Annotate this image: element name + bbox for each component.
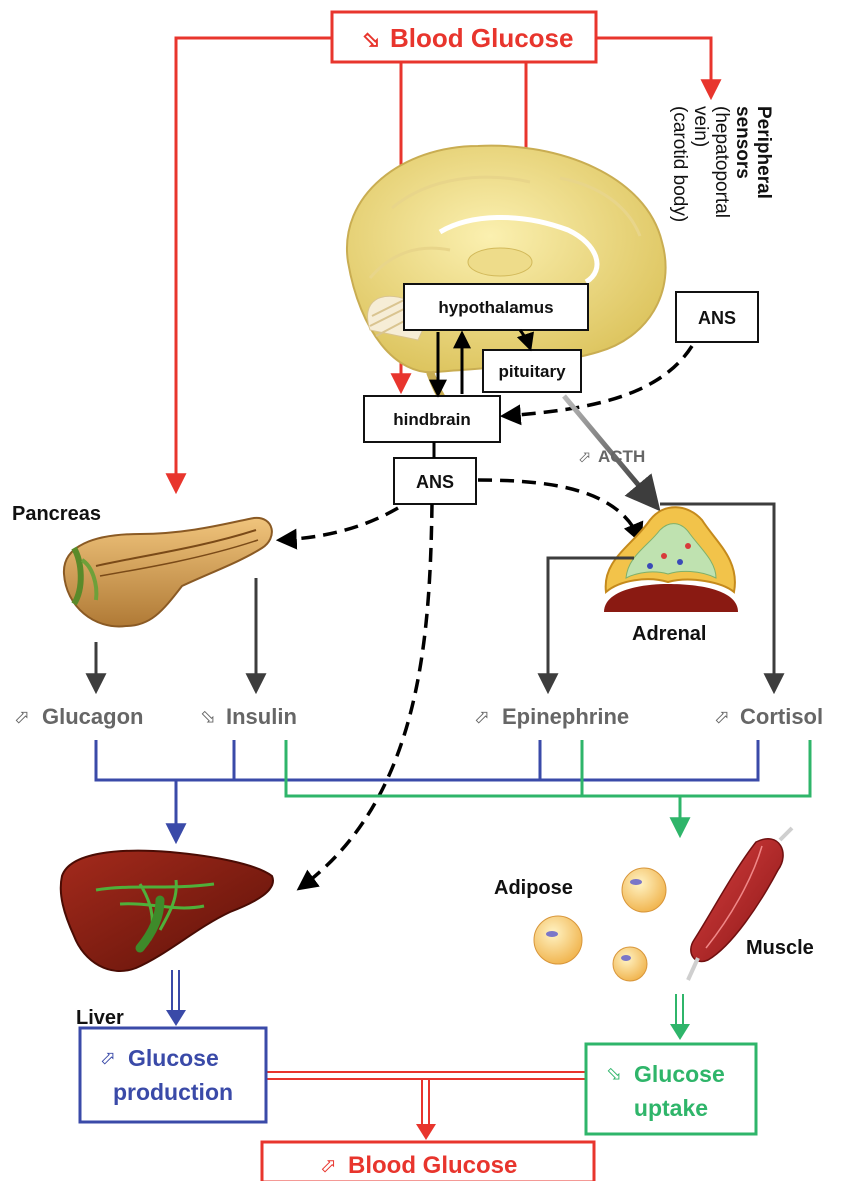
glucose-uptake-box: ⬂ Glucose uptake: [586, 1044, 756, 1134]
glucagon-label: Glucagon: [42, 704, 143, 729]
hormone-insulin: ⬂ Insulin: [200, 704, 297, 729]
glucose-production-line-2: production: [113, 1079, 233, 1105]
glucose-uptake-line-2: uptake: [634, 1095, 708, 1121]
uptake-hormone-bracket: [286, 740, 810, 834]
peripheral-detail-line-3: (carotid body): [669, 106, 690, 222]
peripheral-detail-line-2: vein): [690, 106, 711, 147]
acth-label: ACTH: [598, 447, 645, 466]
up-arrow-icon: ⬀: [714, 707, 730, 728]
pancreas-illustration: [64, 518, 272, 627]
adrenal-label: Adrenal: [632, 623, 706, 645]
up-arrow-icon: ⬀: [320, 1155, 337, 1177]
bottom-blood-glucose-box: ⬀ Blood Glucose: [262, 1142, 594, 1181]
epinephrine-label: Epinephrine: [502, 704, 629, 729]
cortisol-label: Cortisol: [740, 704, 823, 729]
tissue-output-arrow: [670, 994, 690, 1040]
hypothalamus-box: hypothalamus: [404, 284, 588, 330]
hypothalamus-label: hypothalamus: [438, 298, 553, 317]
ans-right-box: ANS: [676, 292, 758, 342]
liver-illustration: [61, 851, 273, 971]
top-blood-glucose-label: Blood Glucose: [390, 23, 573, 53]
peripheral-title-line-2: sensors: [732, 106, 753, 179]
muscle-label: Muscle: [746, 937, 814, 959]
glucose-production-box: ⬀ Glucose production: [80, 1028, 266, 1122]
up-arrow-icon: ⬀: [14, 707, 30, 728]
up-arrow-icon: ⬀: [578, 449, 591, 466]
hormone-glucagon: ⬀ Glucagon: [14, 704, 143, 729]
pituitary-box: pituitary: [483, 350, 581, 392]
glucose-production-line-1: Glucose: [128, 1045, 219, 1071]
adrenal-illustration: [604, 507, 738, 612]
liver-label: Liver: [76, 1007, 124, 1029]
liver-hormone-bracket: [96, 740, 758, 840]
hormone-epinephrine: ⬀ Epinephrine: [474, 704, 629, 729]
down-arrow-icon: ⬂: [362, 27, 380, 52]
bottom-blood-glucose-label: Blood Glucose: [348, 1152, 517, 1179]
hindbrain-label: hindbrain: [393, 410, 470, 429]
peripheral-detail-line-1: (hepatoportal: [711, 106, 732, 218]
ans-center-box: ANS: [394, 458, 476, 504]
glucose-uptake-line-1: Glucose: [634, 1061, 725, 1087]
top-blood-glucose-box: ⬂ Blood Glucose: [332, 12, 596, 62]
up-arrow-icon: ⬀: [474, 707, 490, 728]
combined-effect-arrows: [266, 1072, 586, 1140]
adipose-label: Adipose: [494, 877, 573, 899]
pituitary-label: pituitary: [498, 362, 566, 381]
up-arrow-icon: ⬀: [100, 1048, 116, 1069]
down-arrow-icon: ⬂: [200, 707, 216, 728]
peripheral-sensors-label: Peripheral sensors (hepatoportal vein) (…: [669, 106, 774, 222]
hindbrain-box: hindbrain: [364, 396, 500, 442]
down-arrow-icon: ⬂: [606, 1064, 622, 1085]
liver-output-arrow: [166, 970, 186, 1026]
hormone-cortisol: ⬀ Cortisol: [714, 704, 823, 729]
ans-right-label: ANS: [698, 308, 736, 328]
ans-center-label: ANS: [416, 472, 454, 492]
pancreas-label: Pancreas: [12, 503, 101, 525]
peripheral-title-line-1: Peripheral: [753, 106, 774, 199]
insulin-label: Insulin: [226, 704, 297, 729]
